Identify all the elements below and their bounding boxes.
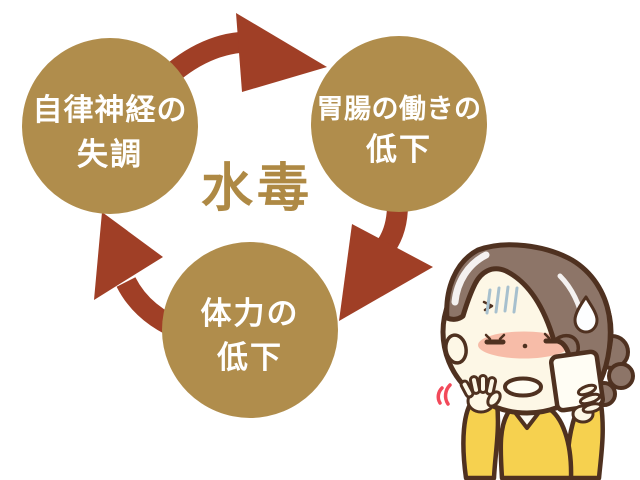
node-circle-gastro xyxy=(311,36,487,212)
gloom-lines xyxy=(485,285,519,315)
tremble-marks xyxy=(436,383,452,406)
ear xyxy=(444,333,468,365)
left-eye-lashes xyxy=(484,333,506,341)
node-label-gastro-line2: 低下 xyxy=(365,132,432,167)
sweat-drop-icon xyxy=(573,295,599,334)
node-label-strength-line1: 体力の xyxy=(201,296,300,331)
worried-woman-illustration xyxy=(436,242,635,480)
node-label-gastro-line1: 胃腸の働きの xyxy=(317,94,482,124)
cycle-arrow-right-head xyxy=(339,224,433,321)
center-label: 水毒 xyxy=(201,160,313,218)
nose-dot xyxy=(522,343,528,349)
right-hand xyxy=(571,383,603,424)
node-circle-autonomic xyxy=(22,38,198,214)
cycle-arrow-top-head xyxy=(236,13,327,92)
left-hand xyxy=(459,374,502,414)
cycle-nodes: 自律神経の 失調 胃腸の働きの 低下 体力の 低下 xyxy=(22,36,487,418)
node-circle-strength xyxy=(162,242,338,418)
cycle-arrow-left-head xyxy=(94,212,163,300)
node-label-strength-line2: 低下 xyxy=(216,340,283,375)
node-label-autonomic-line1: 自律神経の xyxy=(33,93,188,127)
cycle-arrow-right xyxy=(339,192,433,321)
open-mouth xyxy=(503,376,543,398)
node-label-autonomic-line2: 失調 xyxy=(77,137,143,172)
